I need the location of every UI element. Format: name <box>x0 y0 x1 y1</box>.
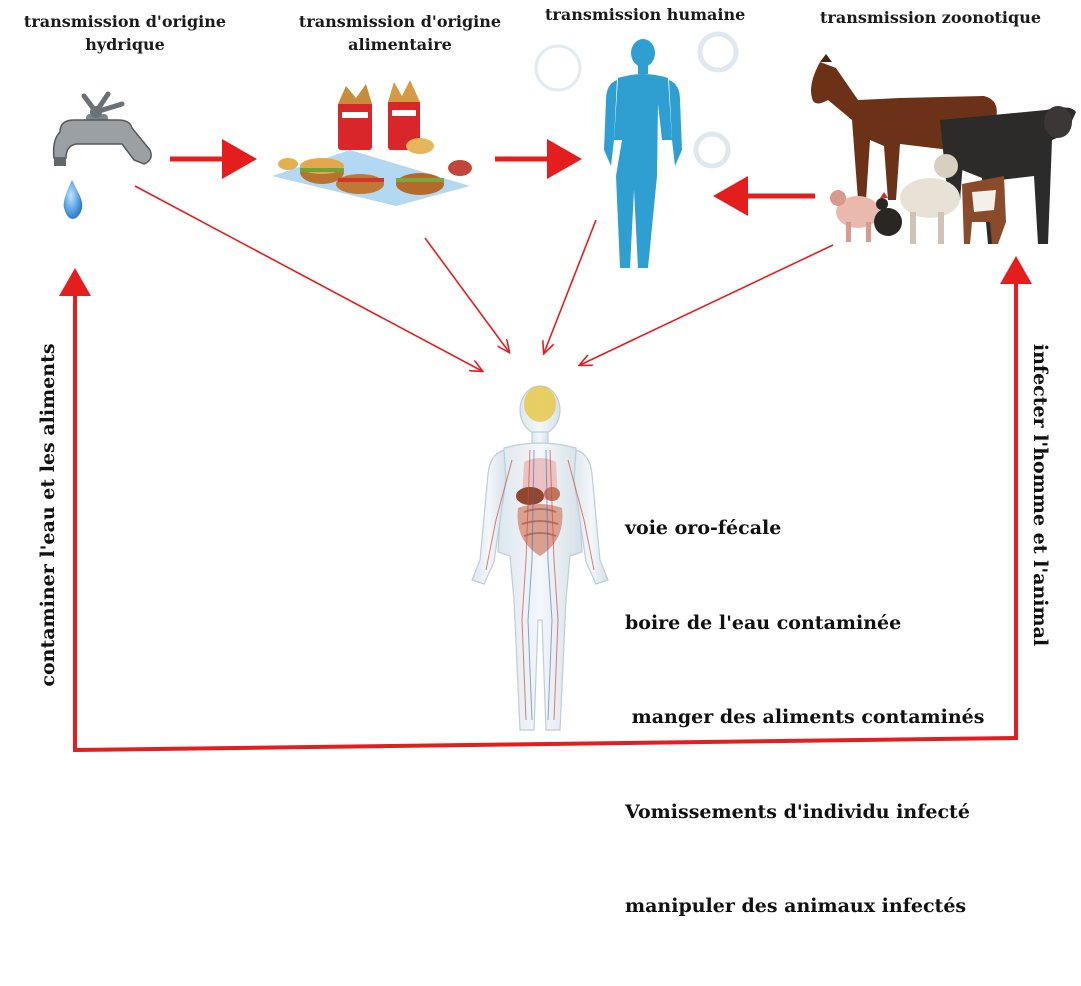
label-transmission-alimentaire: transmission d'origine alimentaire <box>272 10 528 56</box>
loop-label-left: contaminer l'eau et les aliments <box>37 343 59 686</box>
arrow-food-to-person <box>425 238 509 352</box>
faucet-icon <box>54 94 152 219</box>
fast-food-icon <box>272 80 472 206</box>
route-item: Vomissements d'individu infecté <box>625 797 984 829</box>
label-transmission-hydrique: transmission d'origine hydrique <box>0 10 250 56</box>
label-line: alimentaire <box>272 33 528 56</box>
route-item: manger des aliments contaminés <box>625 702 984 734</box>
farm-animals-icon <box>811 54 1076 244</box>
route-item: voie oro-fécale <box>625 513 984 545</box>
label-line: hydrique <box>0 33 250 56</box>
arrow-water-to-person <box>135 186 482 371</box>
anatomy-figure-icon <box>472 386 608 730</box>
loop-label-right: infecter l'homme et l'animal <box>1029 344 1051 646</box>
arrow-human-to-person <box>544 220 596 353</box>
transmission-routes-list: voie oro-fécale boire de l'eau contaminé… <box>625 450 984 986</box>
transmission-diagram: transmission d'origine hydrique transmis… <box>0 0 1081 756</box>
label-transmission-zoonotique: transmission zoonotique <box>820 6 1081 29</box>
label-line: transmission d'origine <box>0 10 250 33</box>
route-item: boire de l'eau contaminée <box>625 608 984 640</box>
human-silhouette-icon <box>536 34 736 268</box>
arrow-animals-to-person <box>580 245 833 365</box>
label-transmission-humaine: transmission humaine <box>545 3 745 26</box>
route-item: manipuler des animaux infectés <box>625 891 984 923</box>
label-line: transmission d'origine <box>272 10 528 33</box>
